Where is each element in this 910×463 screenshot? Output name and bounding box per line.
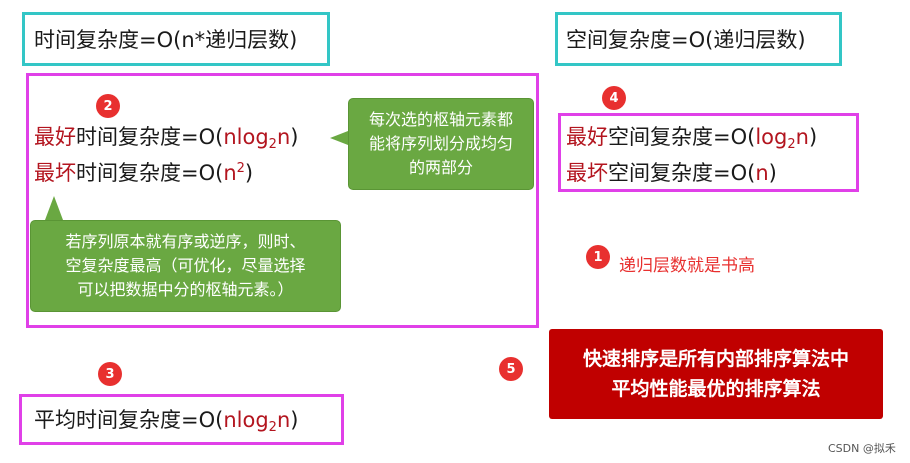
- recursion-depth-note: 递归层数就是书高: [619, 256, 755, 276]
- worst-case-callout: 若序列原本就有序或逆序，则时、 空复杂度最高（可优化，尽量选择 可以把数据中分的…: [30, 220, 341, 312]
- badge-2: 2: [96, 94, 120, 118]
- worst-tag: 最坏: [566, 161, 608, 185]
- worst-tag: 最坏: [34, 161, 76, 185]
- time-complexity-box: [22, 12, 330, 66]
- space-complexity-total: 空间复杂度=O(递归层数): [566, 28, 806, 52]
- space-complexity-box: [555, 12, 842, 66]
- time-best-formula: 最好时间复杂度=O(nlog2n): [34, 125, 299, 152]
- pivot-callout-tail: [330, 131, 348, 145]
- average-time-box: [19, 394, 344, 445]
- time-best-worst-box: [26, 73, 539, 328]
- space-best-worst-box: [558, 113, 859, 192]
- badge-4: 4: [602, 86, 626, 110]
- pivot-balanced-callout: 每次选的枢轴元素都 能将序列划分成均匀 的两部分: [348, 98, 534, 190]
- best-tag: 最好: [34, 125, 76, 149]
- badge-1: 1: [586, 245, 610, 269]
- worst-callout-tail: [45, 196, 63, 220]
- badge-3: 3: [98, 362, 122, 386]
- quicksort-summary-banner: 快速排序是所有内部排序算法中 平均性能最优的排序算法: [549, 329, 883, 419]
- best-tag: 最好: [566, 125, 608, 149]
- time-average-formula: 平均时间复杂度=O(nlog2n): [34, 408, 299, 435]
- watermark: CSDN @拟禾: [828, 442, 896, 455]
- badge-5: 5: [499, 357, 523, 381]
- time-complexity-total: 时间复杂度=O(n*递归层数): [34, 28, 298, 52]
- space-best-formula: 最好空间复杂度=O(log2n): [566, 125, 818, 152]
- space-worst-formula: 最坏空间复杂度=O(n): [566, 161, 777, 185]
- time-worst-formula: 最坏时间复杂度=O(n2): [34, 161, 254, 185]
